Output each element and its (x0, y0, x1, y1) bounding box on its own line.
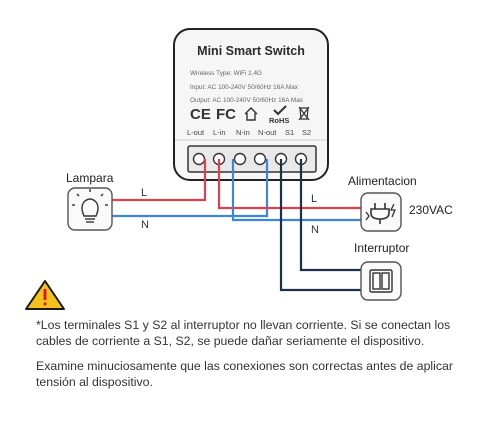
switch-box (360, 261, 402, 301)
wiring-diagram (25, 28, 402, 310)
lamp-label: Lampara (66, 171, 114, 185)
recycle-bin-icon (298, 106, 310, 121)
power-label: Alimentacion (348, 174, 417, 188)
fc-mark: FC (216, 106, 236, 123)
terminal-block (187, 145, 317, 173)
spec-input: Input: AC 100-240V 50/60Hz 16A Max (190, 84, 299, 91)
wire-label-n-left: N (141, 219, 149, 231)
ce-mark: CE (190, 106, 211, 123)
wire-label-n-right: N (311, 224, 319, 236)
terminal-n-out: N-out (258, 128, 277, 137)
wire-live-lamp (112, 159, 207, 202)
wire-live-supply (217, 159, 361, 210)
terminal-s2: S2 (302, 128, 312, 137)
house-icon (244, 107, 258, 121)
spec-wireless: Wireless Type: WiFi 2.4G (190, 70, 262, 77)
wall-switch-icon (369, 269, 393, 293)
check-mark-icon (273, 105, 287, 116)
voltage-label: 230VAC (409, 203, 453, 217)
wire-neutral-supply (231, 159, 361, 222)
wire-label-l-left: L (141, 187, 148, 199)
wire-s1 (279, 159, 361, 292)
terminal-l-out: L-out (187, 128, 205, 137)
wire-s2 (299, 159, 361, 272)
rohs-mark: RoHS (269, 116, 290, 125)
terminal-s1: S1 (285, 128, 295, 137)
power-box (360, 192, 402, 232)
check-note: Examine minuciosamente que las conexione… (36, 359, 453, 389)
warning-note: *Los terminales S1 y S2 al interruptor n… (36, 318, 451, 348)
switch-label: Interruptor (354, 241, 410, 255)
wire-label-l-right: L (311, 193, 318, 205)
terminal-l-in: L-in (213, 128, 226, 137)
warning-icon (25, 280, 65, 310)
device-body (173, 28, 329, 181)
terminal-n-in: N-in (236, 128, 250, 137)
lamp-box (67, 187, 113, 231)
plug-icon (365, 203, 396, 224)
device-title: Mini Smart Switch (197, 44, 305, 58)
light-bulb-icon (72, 189, 108, 223)
spec-output: Output: AC 100-240V 50/60Hz 16A Max (190, 97, 303, 104)
wire-neutral-lamp (112, 159, 269, 218)
